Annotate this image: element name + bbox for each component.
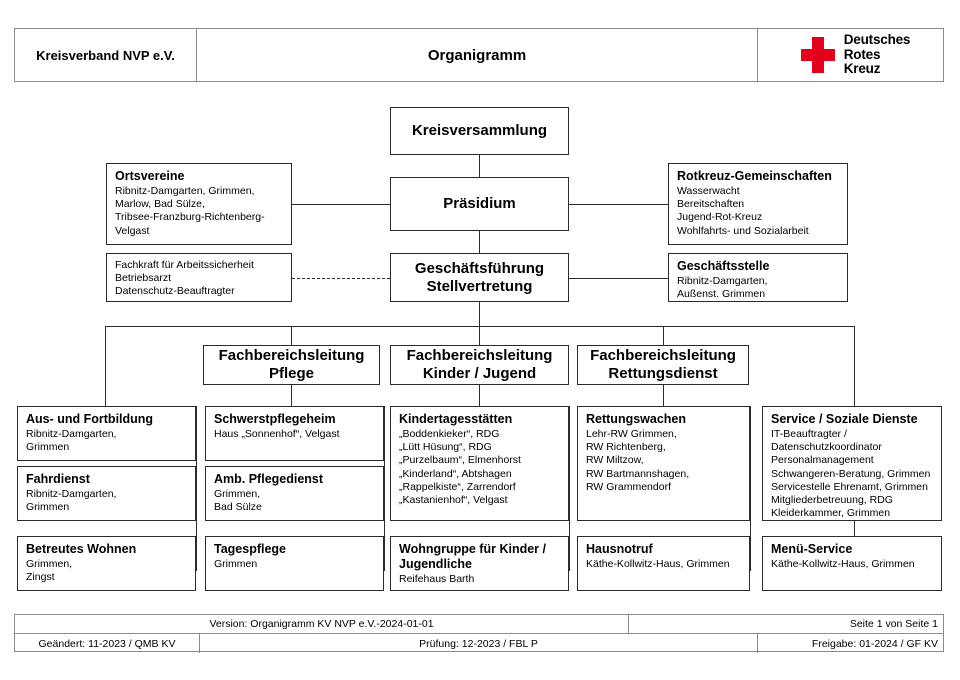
node-hausnotruf-title: Hausnotruf <box>586 542 653 556</box>
connector-kreisversammlung-praesidium <box>479 155 480 177</box>
node-praesidium-title: Präsidium <box>443 195 516 212</box>
node-service-soziale-dienste-items: IT-Beauftragter / Datenschutzkoordinator… <box>771 428 931 520</box>
node-fahrdienst-items: Ribnitz-Damgarten, Grimmen <box>26 488 117 514</box>
footer-row-bottom: Geändert: 11-2023 / QMB KV Prüfung: 12-2… <box>15 634 943 653</box>
node-rettungswachen-title: Rettungswachen <box>586 412 687 426</box>
footer-version: Version: Organigramm KV NVP e.V.-2024-01… <box>15 615 629 633</box>
footer-row-top: Version: Organigramm KV NVP e.V.-2024-01… <box>15 615 943 634</box>
node-ortsvereine[interactable]: Ortsvereine Ribnitz-Damgarten, Grimmen, … <box>106 163 292 245</box>
node-fahrdienst[interactable]: Fahrdienst Ribnitz-Damgarten, Grimmen <box>17 466 196 521</box>
connector-praesidium-geschaeftsfuehrung <box>479 231 480 253</box>
node-service-soziale-dienste-title: Service / Soziale Dienste <box>771 412 918 426</box>
node-stabsstellen[interactable]: Fachkraft für Arbeitssicherheit Betriebs… <box>106 253 292 302</box>
node-rotkreuz-gemeinschaften-title: Rotkreuz-Gemeinschaften <box>677 169 832 183</box>
node-schwerstpflegeheim-items: Haus „Sonnenhof“, Velgast <box>214 428 340 440</box>
header-organisation: Kreisverband NVP e.V. <box>15 29 197 81</box>
connector-geschaeftsfuehrung-bus <box>479 302 480 326</box>
drk-logo-text: Deutsches Rotes Kreuz <box>843 32 911 77</box>
node-kindertagesstaetten-title: Kindertagesstätten <box>399 412 513 426</box>
node-aus-und-fortbildung-items: Ribnitz-Damgarten, Grimmen <box>26 428 117 454</box>
drk-logo: Deutsches Rotes Kreuz <box>758 29 943 81</box>
node-aus-und-fortbildung[interactable]: Aus- und Fortbildung Ribnitz-Damgarten, … <box>17 406 196 461</box>
node-tagespflege-items: Grimmen <box>214 558 258 570</box>
connector-fbl-rettung-down <box>663 385 664 406</box>
node-tagespflege-title: Tagespflege <box>214 542 287 556</box>
node-geschaeftsstelle-title: Geschäftsstelle <box>677 259 770 273</box>
connector-bus-to-col1 <box>105 326 106 406</box>
node-wohngruppe-kinder-jugendliche-title: Wohngruppe für Kinder / Jugendliche <box>399 542 546 571</box>
connector-praesidium-gemeinschaften <box>569 204 668 205</box>
node-amb-pflegedienst[interactable]: Amb. Pflegedienst Grimmen, Bad Sülze <box>205 466 384 521</box>
node-fbl-rettungsdienst[interactable]: Fachbereichsleitung Rettungsdienst <box>577 345 749 385</box>
connector-geschaeftsstelle <box>569 278 668 279</box>
node-menue-service[interactable]: Menü-Service Käthe-Kollwitz-Haus, Grimme… <box>762 536 942 591</box>
node-wohngruppe-kinder-jugendliche-items: Reifehaus Barth <box>399 573 475 585</box>
node-fbl-pflege[interactable]: Fachbereichsleitung Pflege <box>203 345 380 385</box>
node-geschaeftsfuehrung-title: Geschäftsführung Stellvertretung <box>414 259 545 295</box>
node-betreutes-wohnen-items: Grimmen, Zingst <box>26 558 73 584</box>
node-fbl-kinder-jugend-title: Fachbereichsleitung Kinder / Jugend <box>406 347 553 382</box>
node-schwerstpflegeheim[interactable]: Schwerstpflegeheim Haus „Sonnenhof“, Vel… <box>205 406 384 461</box>
node-ortsvereine-title: Ortsvereine <box>115 169 185 183</box>
node-fbl-rettungsdienst-title: Fachbereichsleitung Rettungsdienst <box>590 347 736 382</box>
node-kindertagesstaetten-items: „Boddenkieker“, RDG „Lütt Hüsung“, RDG „… <box>399 428 521 507</box>
connector-col4-riser <box>750 406 751 571</box>
node-rettungswachen[interactable]: Rettungswachen Lehr-RW Grimmen, RW Richt… <box>577 406 750 521</box>
node-rotkreuz-gemeinschaften-items: Wasserwacht Bereitschaften Jugend-Rot-Kr… <box>677 185 809 237</box>
footer-changed: Geändert: 11-2023 / QMB KV <box>15 634 200 653</box>
red-cross-icon <box>800 37 835 73</box>
connector-fbl-kinder-down <box>479 385 480 406</box>
node-schwerstpflegeheim-title: Schwerstpflegeheim <box>214 412 336 426</box>
connector-col1-riser <box>196 406 197 571</box>
connector-bus-to-col5 <box>854 326 855 406</box>
node-fbl-kinder-jugend[interactable]: Fachbereichsleitung Kinder / Jugend <box>390 345 569 385</box>
node-betreutes-wohnen[interactable]: Betreutes Wohnen Grimmen, Zingst <box>17 536 196 591</box>
drk-logo-line-3: Kreuz <box>843 61 881 77</box>
node-fbl-pflege-title: Fachbereichsleitung Pflege <box>218 347 365 382</box>
node-kindertagesstaetten[interactable]: Kindertagesstätten „Boddenkieker“, RDG „… <box>390 406 569 521</box>
node-kreisversammlung[interactable]: Kreisversammlung <box>390 107 569 155</box>
connector-col2-riser <box>384 406 385 571</box>
node-stabsstellen-items: Fachkraft für Arbeitssicherheit Betriebs… <box>115 259 254 298</box>
node-rotkreuz-gemeinschaften[interactable]: Rotkreuz-Gemeinschaften Wasserwacht Bere… <box>668 163 848 245</box>
drk-logo-line-1: Deutsches <box>843 32 911 48</box>
node-ortsvereine-items: Ribnitz-Damgarten, Grimmen, Marlow, Bad … <box>115 185 265 237</box>
connector-bus-to-fbl-rettung <box>663 326 664 345</box>
node-aus-und-fortbildung-title: Aus- und Fortbildung <box>26 412 154 426</box>
connector-fbl-pflege-down <box>291 385 292 406</box>
node-geschaeftsfuehrung[interactable]: Geschäftsführung Stellvertretung <box>390 253 569 302</box>
footer-check: Prüfung: 12-2023 / FBL P <box>200 634 758 653</box>
node-tagespflege[interactable]: Tagespflege Grimmen <box>205 536 384 591</box>
connector-bus-to-fbl-kinder <box>479 326 480 345</box>
node-hausnotruf-items: Käthe-Kollwitz-Haus, Grimmen <box>586 558 730 570</box>
drk-logo-line-2: Rotes <box>843 46 881 62</box>
node-amb-pflegedienst-title: Amb. Pflegedienst <box>214 472 324 486</box>
node-geschaeftsstelle[interactable]: Geschäftsstelle Ribnitz-Damgarten, Außen… <box>668 253 848 302</box>
document-header: Kreisverband NVP e.V. Organigramm Deutsc… <box>14 28 944 82</box>
connector-stabsstellen-dashed <box>292 278 390 279</box>
node-geschaeftsstelle-items: Ribnitz-Damgarten, Außenst. Grimmen <box>677 275 768 301</box>
node-wohngruppe-kinder-jugendliche[interactable]: Wohngruppe für Kinder / Jugendliche Reif… <box>390 536 569 591</box>
page-title: Organigramm <box>197 29 758 81</box>
footer-release: Freigabe: 01-2024 / GF KV <box>811 637 938 650</box>
footer-page: Seite 1 von Seite 1 <box>849 618 938 630</box>
node-hausnotruf[interactable]: Hausnotruf Käthe-Kollwitz-Haus, Grimmen <box>577 536 750 591</box>
connector-bus-to-fbl-pflege <box>291 326 292 345</box>
node-rettungswachen-items: Lehr-RW Grimmen, RW Richtenberg, RW Milt… <box>586 428 690 493</box>
node-service-soziale-dienste[interactable]: Service / Soziale Dienste IT-Beauftragte… <box>762 406 942 521</box>
node-menue-service-items: Käthe-Kollwitz-Haus, Grimmen <box>771 558 915 570</box>
node-kreisversammlung-title: Kreisversammlung <box>411 122 548 139</box>
node-menue-service-title: Menü-Service <box>771 542 853 556</box>
document-footer: Version: Organigramm KV NVP e.V.-2024-01… <box>14 614 944 653</box>
node-betreutes-wohnen-title: Betreutes Wohnen <box>26 542 137 556</box>
connector-col3-riser <box>569 406 570 571</box>
connector-ortsvereine-praesidium <box>292 204 390 205</box>
node-amb-pflegedienst-items: Grimmen, Bad Sülze <box>214 488 262 514</box>
node-praesidium[interactable]: Präsidium <box>390 177 569 231</box>
node-fahrdienst-title: Fahrdienst <box>26 472 90 486</box>
